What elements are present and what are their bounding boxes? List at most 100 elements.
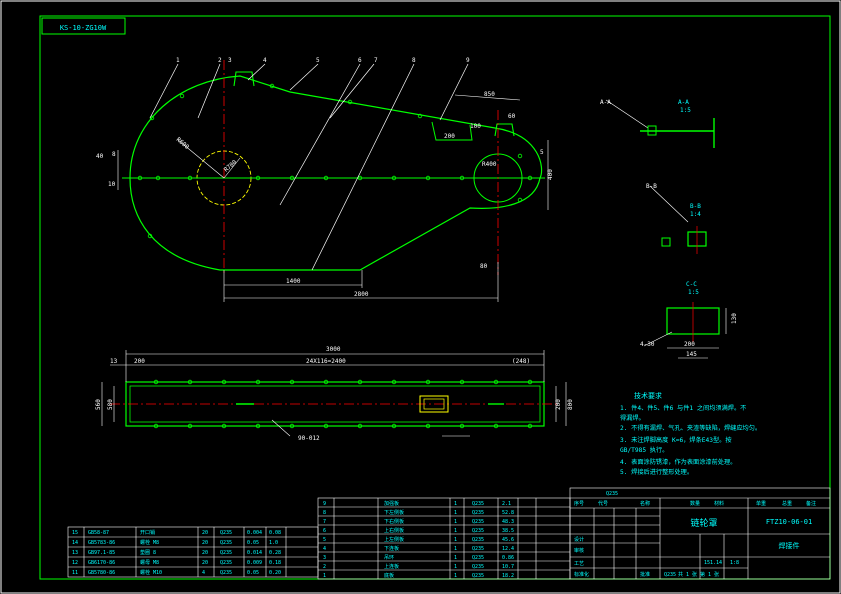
section-c-dim-145: 145 xyxy=(686,351,697,358)
title-header-code: 代号 xyxy=(598,500,608,507)
bom-l-r2-unit: 0.05 xyxy=(247,540,259,546)
lifting-lug-left xyxy=(233,71,255,87)
bom-r-r4-name: 上右侧板 xyxy=(384,527,404,534)
section-c-dim-200: 200 xyxy=(684,341,695,348)
bom-r-r3-name: 下右侧板 xyxy=(384,518,404,525)
section-b-tag: B-B xyxy=(646,183,657,190)
leader-label-7: 7 xyxy=(374,57,378,64)
dim-5: 5 xyxy=(540,149,544,156)
title-header-mat: 材料 xyxy=(714,500,724,507)
section-b-bolt xyxy=(661,237,671,247)
bom-right-table: 9 加强板 1 Q235 2.1 8 下左侧板 1 Q235 52.8 7 下右… xyxy=(317,497,571,580)
title-row-process: 工艺 xyxy=(574,561,584,567)
bom-r-r1-mat: Q235 xyxy=(472,501,484,507)
leader-label-9: 9 xyxy=(466,57,470,64)
bom-left-table: 15 GB58-87 开口销 20 Q235 0.004 0.08 14 GB5… xyxy=(67,526,319,578)
bom-l-r2-code: GB5783-86 xyxy=(88,540,115,546)
section-b-leader xyxy=(649,185,689,223)
bom-l-r5-unit: 0.05 xyxy=(247,570,259,576)
plan-dim-248: (248) xyxy=(512,358,530,365)
lifting-lug-right xyxy=(494,123,515,137)
dim-r600: R600 xyxy=(175,136,191,151)
top-view: 1 2 3 4 5 6 7 8 9 R600 R700 R400 1400 xyxy=(96,57,554,302)
drawing-number-frame xyxy=(41,17,126,35)
bom-l-r2-qty: 20 xyxy=(202,540,208,546)
bom-l-r4-no: 12 xyxy=(72,560,78,566)
leader-label-5: 5 xyxy=(316,57,320,64)
section-a-tag: A-A xyxy=(600,99,611,106)
bom-r-r2-name: 下左侧板 xyxy=(384,509,404,516)
title-part-name: 链轮罩 xyxy=(690,517,717,529)
bom-r-r3-wt: 48.3 xyxy=(502,519,514,525)
bom-r-r9-name: 底板 xyxy=(384,572,394,579)
bom-l-r2-total: 1.0 xyxy=(269,540,278,546)
dim-8: 8 xyxy=(112,151,116,158)
bom-l-r1-name: 开口销 xyxy=(140,529,155,536)
bom-l-r4-code: GB6170-86 xyxy=(88,560,115,566)
bom-r-r1-no: 9 xyxy=(323,501,326,507)
bom-l-r5-qty: 4 xyxy=(202,570,205,576)
bom-r-r5-mat: Q235 xyxy=(472,537,484,543)
plan-cutout xyxy=(419,395,449,413)
bom-r-r2-no: 8 xyxy=(323,510,326,516)
plan-dim-200-right: 200 xyxy=(555,399,562,410)
bom-r-r5-no: 5 xyxy=(323,537,326,543)
dimensions-top xyxy=(117,94,549,302)
bom-r-r3-mat: Q235 xyxy=(472,519,484,525)
tech-note-line-4: 3. 未注焊脚高度 K=6，焊条E43型。按 xyxy=(620,436,732,444)
title-row-approve: 批准 xyxy=(640,571,650,578)
title-row-design: 设计 xyxy=(574,536,584,543)
plan-cutout-inner xyxy=(423,398,445,410)
bom-r-r3-no: 7 xyxy=(323,519,326,525)
section-c-c: C-C 1:5 200 130 4-30 145 xyxy=(640,281,738,359)
bom-l-r3-qty: 20 xyxy=(202,550,208,556)
plan-dim-560: 560 xyxy=(95,399,102,410)
tech-note-line-6: 4. 表面涂防锈漆，作为表面涂漆前处理。 xyxy=(620,458,736,466)
title-block: 序号 代号 名称 数量 材料 单重 总重 备注 设计 审核 工艺 标准化 批准 … xyxy=(569,487,831,580)
section-b-scale: 1:4 xyxy=(690,211,701,218)
bom-r-r3-qty: 1 xyxy=(454,519,457,525)
bom-r-r5-name: 上左侧板 xyxy=(384,536,404,543)
plan-dim-800: 800 xyxy=(567,399,574,410)
dimension-texts-top: R600 R700 R400 1400 2800 400 80 850 100 … xyxy=(96,91,554,298)
section-a-a: A-A 1:5 A-A xyxy=(600,99,715,148)
dim-100: 100 xyxy=(470,123,481,130)
bom-r-r1-qty: 1 xyxy=(454,501,457,507)
bom-l-r2-mat: Q235 xyxy=(220,540,232,546)
bom-r-r2-qty: 1 xyxy=(454,510,457,516)
bom-r-r6-name: 下连板 xyxy=(384,545,399,552)
bom-r-r7-mat: Q235 xyxy=(472,555,484,561)
plan-dim-hole: 90-012 xyxy=(298,435,320,442)
dim-2800: 2800 xyxy=(354,291,369,298)
technical-requirements: 技术要求 1. 件4、件5、件6 与件1 之间均须满焊。不 得漏焊。 2. 不得… xyxy=(620,391,761,476)
bom-l-r1-qty: 20 xyxy=(202,530,208,536)
title-header-qty: 数量 xyxy=(690,500,700,507)
tech-note-line-5: GB/T985 执行。 xyxy=(620,446,668,454)
bom-l-r4-name: 螺母 M8 xyxy=(140,559,159,566)
section-c-label: C-C xyxy=(686,281,697,288)
bom-r-r4-no: 6 xyxy=(323,528,326,534)
bom-r-r9-mat: Q235 xyxy=(472,573,484,579)
bom-l-r5-total: 0.20 xyxy=(269,570,281,576)
title-header-remark: 备注 xyxy=(806,500,816,507)
bom-r-r2-wt: 52.8 xyxy=(502,510,514,516)
bom-r-r9-no: 1 xyxy=(323,573,326,579)
inner-frame xyxy=(39,15,831,580)
bom-r-r1-name: 加强板 xyxy=(384,500,399,507)
plan-dim-580: 580 xyxy=(107,399,114,410)
bom-r-r8-name: 上连板 xyxy=(384,563,399,570)
bom-r-r6-no: 4 xyxy=(323,546,326,552)
title-row-review: 审核 xyxy=(574,547,584,554)
drawing-number-text: KS-10-ZG10W xyxy=(60,24,107,32)
bom-l-r4-mat: Q235 xyxy=(220,560,232,566)
section-b-b: B-B 1:4 B-B xyxy=(646,183,707,254)
bom-r-r8-wt: 10.7 xyxy=(502,564,514,570)
bom-l-r3-total: 0.28 xyxy=(269,550,281,556)
title-header-total: 总重 xyxy=(782,500,792,507)
bom-r-r5-qty: 1 xyxy=(454,537,457,543)
plan-dimensions xyxy=(101,350,567,437)
bolt-holes-top xyxy=(137,83,533,239)
title-header-unit: 单重 xyxy=(756,500,766,507)
